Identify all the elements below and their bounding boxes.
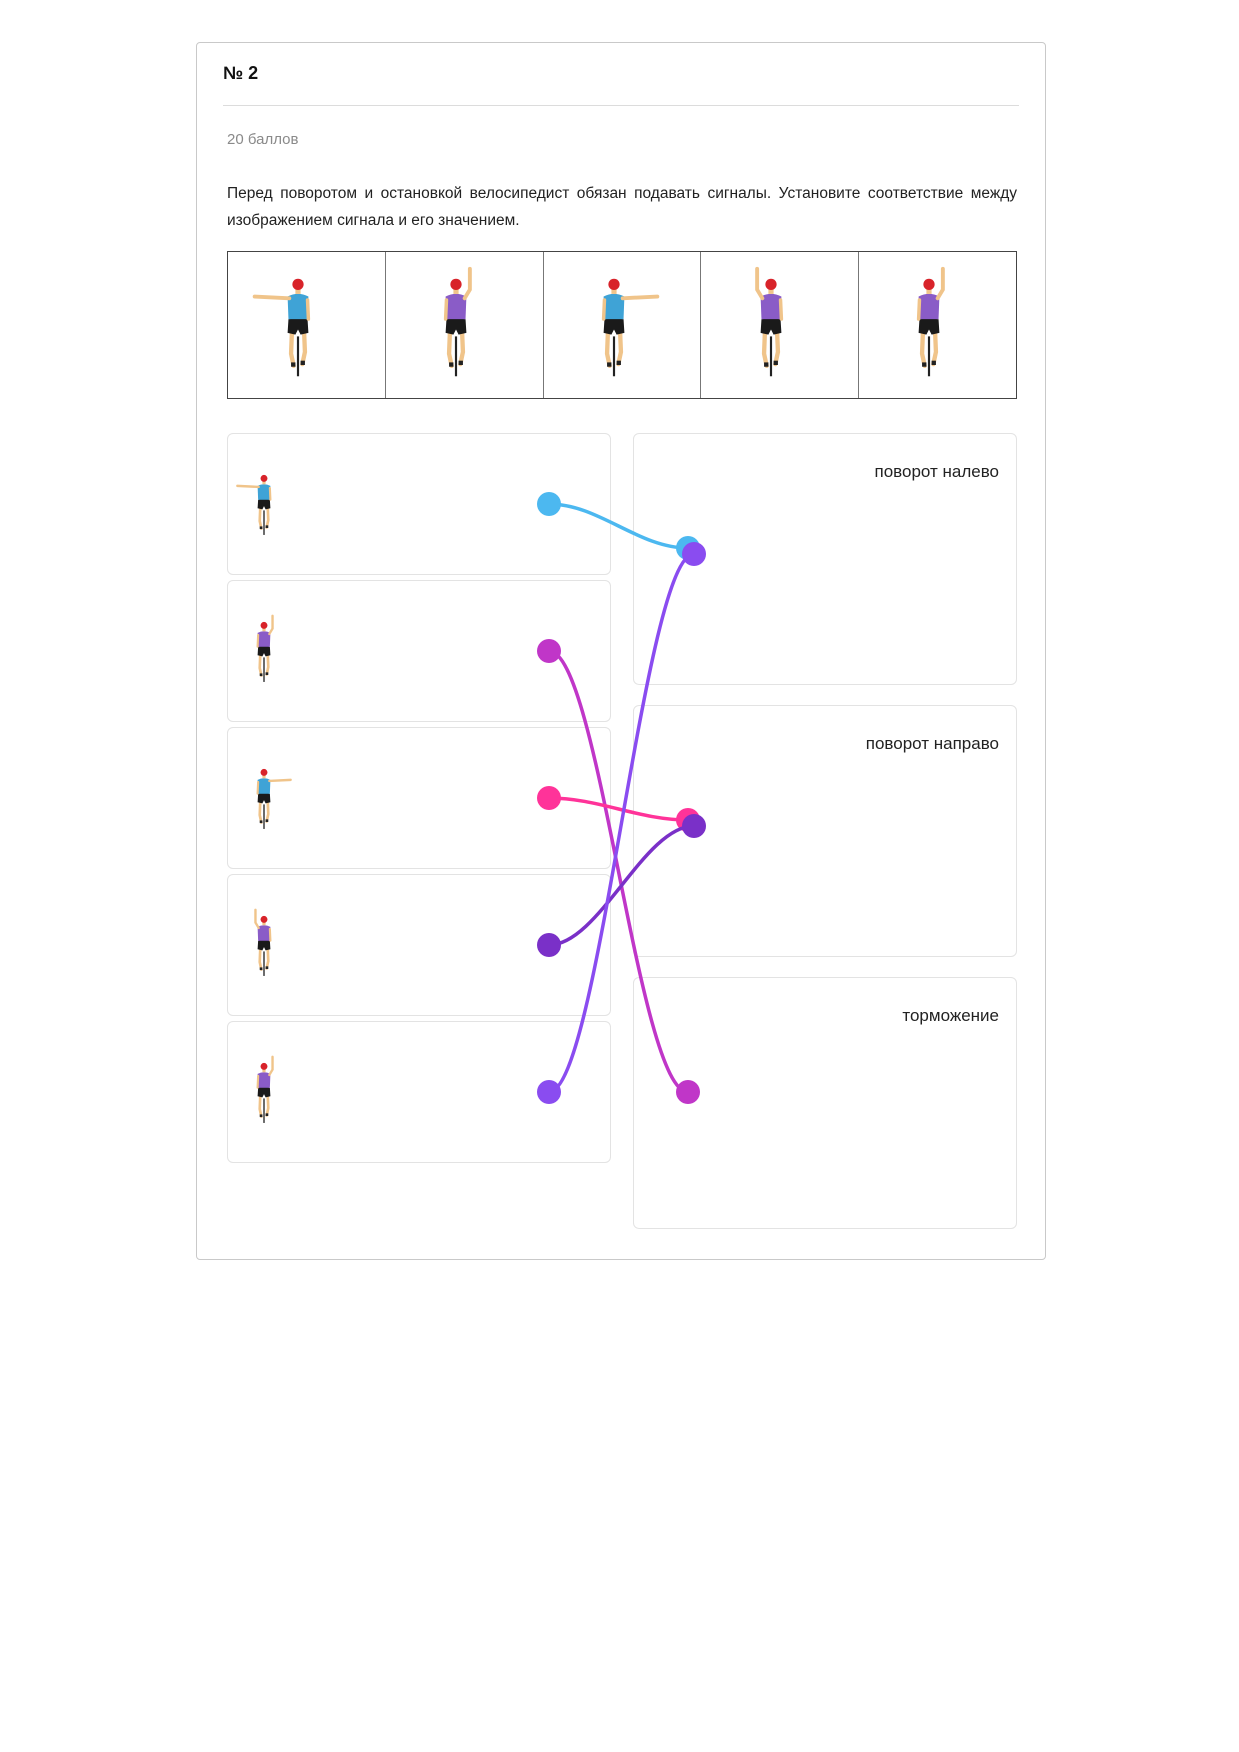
- question-card: № 2 20 баллов Перед поворотом и остановк…: [196, 42, 1046, 1260]
- match-left-item[interactable]: [227, 433, 611, 575]
- cyclist-signal-icon: [917, 266, 946, 377]
- header-divider: [223, 105, 1019, 106]
- cyclist-signal-icon: [256, 768, 292, 829]
- signal-pictures-table: [227, 251, 1017, 399]
- match-right-item[interactable]: поворот направо: [633, 705, 1017, 957]
- match-right-item[interactable]: торможение: [633, 977, 1017, 1229]
- match-right-label: торможение: [902, 1006, 999, 1025]
- cyclist-signal-icon: [601, 278, 659, 377]
- cyclist-signal-icon: [755, 266, 784, 377]
- left-connector-dot[interactable]: [537, 1080, 561, 1104]
- question-number: № 2: [223, 63, 259, 83]
- signal-picture-cell: [544, 252, 702, 398]
- cyclist-signal-icon: [256, 614, 274, 682]
- cyclist-signal-icon: [236, 474, 272, 535]
- points-label: 20 баллов: [227, 131, 299, 148]
- left-connector-dot[interactable]: [537, 639, 561, 663]
- signal-picture-cell: [228, 252, 386, 398]
- signal-picture-cell: [386, 252, 544, 398]
- cyclist-signal-icon: [252, 278, 311, 377]
- left-connector-dot[interactable]: [537, 786, 561, 810]
- signal-picture-cell: [701, 252, 860, 398]
- match-right-label: поворот налево: [874, 462, 999, 481]
- cyclist-signal-icon: [256, 1055, 274, 1123]
- cyclist-signal-icon: [443, 266, 472, 377]
- left-connector-dot[interactable]: [537, 933, 561, 957]
- match-right-label: поворот направо: [865, 734, 999, 753]
- right-connector-dot[interactable]: [682, 814, 706, 838]
- question-text: Перед поворотом и остановкой велосипедис…: [227, 185, 1017, 229]
- right-connector-dot[interactable]: [676, 1080, 700, 1104]
- right-connector-dot[interactable]: [682, 542, 706, 566]
- left-connector-dot[interactable]: [537, 492, 561, 516]
- signal-picture-cell: [859, 252, 1016, 398]
- cyclist-signal-icon: [254, 908, 272, 976]
